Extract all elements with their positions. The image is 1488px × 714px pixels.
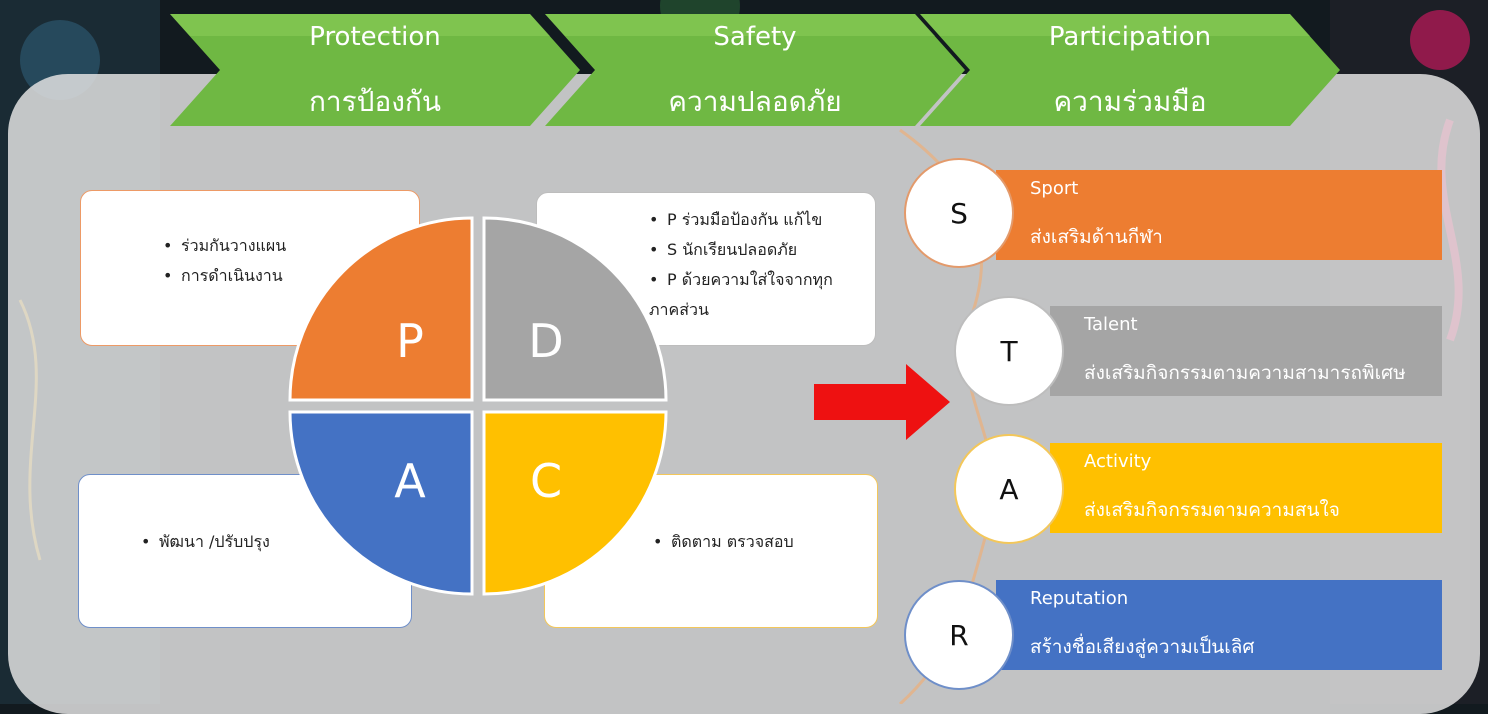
stripe-title: Sport bbox=[1030, 178, 1079, 199]
pdca-circle bbox=[288, 216, 668, 596]
note-bullet: พัฒนา /ปรับปรุง bbox=[141, 527, 411, 557]
chevron-title-en: Participation bbox=[1048, 22, 1212, 52]
note-continuation: ภาคส่วน bbox=[649, 300, 709, 319]
star-circle-r: R bbox=[904, 580, 1014, 690]
note-bullet: การดำเนินงาน bbox=[163, 261, 419, 291]
star-stripe-reputation: Reputation สร้างชื่อเสียงสู่ความเป็นเลิศ bbox=[996, 580, 1442, 670]
pdca-letter-c: C bbox=[529, 454, 563, 508]
stripe-title: Reputation bbox=[1030, 588, 1129, 609]
chevron-title-th: การป้องกัน bbox=[308, 85, 442, 118]
chevron-shape bbox=[170, 14, 580, 126]
pdca-letter-a: A bbox=[394, 454, 426, 508]
note-bullet: ร่วมกันวางแผน bbox=[163, 231, 419, 261]
right-arrow-icon bbox=[814, 364, 950, 440]
stripe-desc: ส่งเสริมด้านกีฬา bbox=[1030, 226, 1163, 248]
chevron-title-en: Protection bbox=[309, 22, 441, 52]
pdca-do-quadrant bbox=[482, 216, 668, 402]
chevron-participation: Participation ความร่วมมือ bbox=[920, 14, 1340, 126]
stripe-title: Activity bbox=[1084, 451, 1152, 472]
note-bullet: P ด้วยความใส่ใจจากทุก bbox=[649, 265, 875, 295]
pdca-letter-d: D bbox=[528, 314, 564, 368]
note-bullet: S นักเรียนปลอดภัย bbox=[649, 235, 875, 265]
star-stripe-talent: Talent ส่งเสริมกิจกรรมตามความสามารถพิเศษ bbox=[1050, 306, 1442, 396]
pdca-check-quadrant bbox=[482, 410, 668, 596]
star-stripe-sport: Sport ส่งเสริมด้านกีฬา bbox=[996, 170, 1442, 260]
stripe-desc: ส่งเสริมกิจกรรมตามความสามารถพิเศษ bbox=[1084, 362, 1406, 384]
stripe-title: Talent bbox=[1084, 314, 1138, 335]
star-circle-t: T bbox=[954, 296, 1064, 406]
note-bullet: P ร่วมมือป้องกัน แก้ไข bbox=[649, 205, 875, 235]
chevron-shape bbox=[545, 14, 965, 126]
stripe-desc: สร้างชื่อเสียงสู่ความเป็นเลิศ bbox=[1030, 636, 1255, 658]
star-circle-a: A bbox=[954, 434, 1064, 544]
star-stripe-activity: Activity ส่งเสริมกิจกรรมตามความสนใจ bbox=[1050, 443, 1442, 533]
chevron-title-en: Safety bbox=[713, 22, 797, 52]
chevron-title-th: ความปลอดภัย bbox=[668, 85, 842, 118]
chevron-safety: Safety ความปลอดภัย bbox=[545, 14, 965, 126]
pdca-letter-p: P bbox=[396, 314, 424, 368]
chevron-protection: Protection การป้องกัน bbox=[170, 14, 580, 126]
star-circle-s: S bbox=[904, 158, 1014, 268]
chevron-shape bbox=[920, 14, 1340, 126]
note-bullet: ติดตาม ตรวจสอบ bbox=[653, 527, 877, 557]
stripe-desc: ส่งเสริมกิจกรรมตามความสนใจ bbox=[1084, 499, 1340, 521]
pdca-act-quadrant bbox=[288, 410, 474, 596]
chevron-title-th: ความร่วมมือ bbox=[1053, 85, 1207, 118]
pdca-plan-quadrant bbox=[288, 216, 474, 402]
